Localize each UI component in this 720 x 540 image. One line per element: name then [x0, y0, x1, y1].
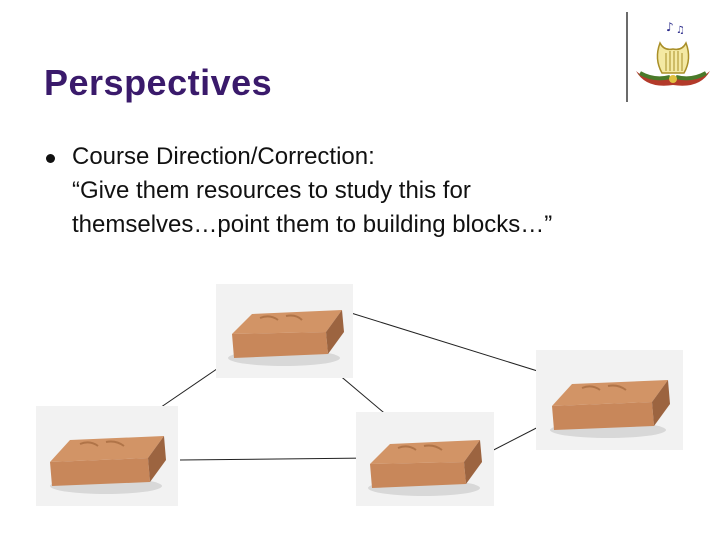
connector-line — [334, 307, 561, 379]
building-block-image — [356, 412, 494, 506]
connector-line — [179, 457, 373, 461]
bullet-line: Course Direction/Correction: — [72, 143, 375, 170]
building-block-image — [36, 406, 178, 506]
bullet-dot-icon — [46, 154, 55, 163]
bullet-line: themselves…point them to building blocks… — [72, 211, 553, 238]
bullet-line: “Give them resources to study this for — [72, 177, 471, 204]
logo-divider-line — [626, 12, 628, 102]
svg-text:♫: ♫ — [676, 25, 685, 36]
svg-text:♪: ♪ — [666, 20, 674, 34]
building-block-image — [536, 350, 683, 450]
building-block-image — [216, 284, 353, 378]
slide-title: Perspectives — [44, 62, 273, 103]
lyre-emblem-icon: ♪ ♫ — [636, 20, 710, 86]
bullet-text: Course Direction/Correction: “Give them … — [72, 140, 692, 242]
